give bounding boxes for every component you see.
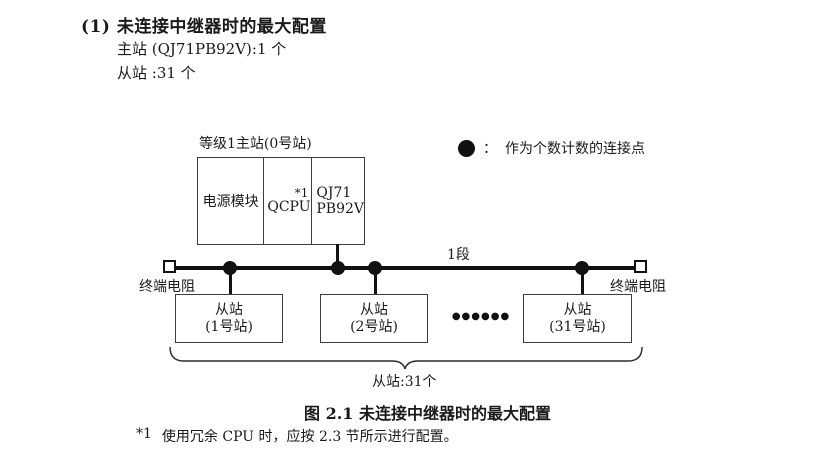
master-station-box: 电源模块 *1 QCPU QJ71 PB92V (197, 157, 365, 245)
legend-text: 作为个数计数的连接点 (505, 141, 645, 157)
power-module-cell: 电源模块 (198, 158, 265, 244)
terminating-resistor-right-label: 终端电阻 (610, 279, 666, 295)
footnote-text: 使用冗余 CPU 时，应按 2.3 节所示进行配置。 (161, 429, 458, 445)
legend-colon: ： (483, 141, 497, 157)
master-count-line: 主站 (QJ71PB92V):1 个 (117, 40, 287, 58)
bus-line (176, 266, 637, 270)
slave-station-box-1: 从站 (1号站) (175, 294, 283, 343)
brace (169, 346, 643, 370)
connection-point-dot (331, 261, 345, 275)
slave2-drop-line (374, 269, 377, 295)
connection-point-dot (223, 261, 237, 275)
slave-total-label: 从站:31个 (372, 374, 437, 390)
terminating-resistor-left-label: 终端电阻 (139, 279, 195, 295)
footnote-marker: *1 (136, 426, 152, 442)
slave1-drop-line (229, 269, 232, 295)
slave31-drop-line (581, 269, 584, 295)
legend: ： 作为个数计数的连接点 (458, 138, 645, 158)
cpu-label: QCPU (267, 199, 311, 215)
slave-station-box-31: 从站 (31号站) (523, 294, 632, 343)
cpu-footnote-marker: *1 (294, 186, 309, 200)
connection-point-dot (575, 261, 589, 275)
terminating-resistor-right (634, 260, 647, 273)
cpu-cell: *1 QCPU (264, 158, 313, 244)
master-station-label: 等级1主站(0号站) (199, 136, 312, 152)
slave-station-box-2: 从站 (2号站) (320, 294, 428, 343)
connection-point-legend-icon (458, 139, 475, 157)
master-drop-line (336, 244, 339, 268)
pb-module-cell: QJ71 PB92V (316, 185, 364, 217)
figure-caption: 图 2.1 未连接中继器时的最大配置 (304, 404, 551, 423)
segment-label: 1段 (447, 247, 470, 263)
ellipsis-dots: ●●●●●● (451, 311, 511, 322)
connection-point-dot (368, 261, 382, 275)
slave-count-line: 从站 :31 个 (117, 64, 196, 82)
terminating-resistor-left (163, 260, 176, 273)
page-title: (1) 未连接中继器时的最大配置 (81, 17, 327, 37)
footnote: *1 使用冗余 CPU 时，应按 2.3 节所示进行配置。 (136, 426, 458, 446)
